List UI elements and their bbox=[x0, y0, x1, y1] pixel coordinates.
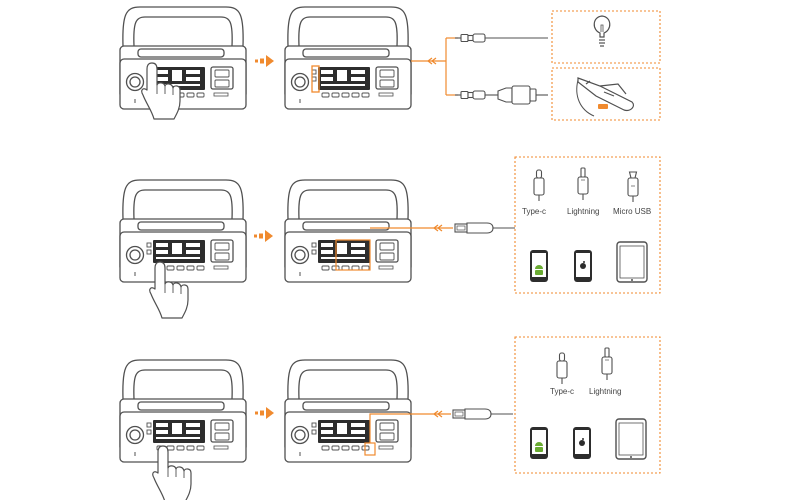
type-c-connector-icon bbox=[533, 169, 545, 202]
lightning-connector-icon bbox=[601, 347, 613, 381]
power-station-icon bbox=[119, 359, 247, 463]
micro-usb-connector-icon bbox=[627, 171, 639, 203]
dc-plug-icon bbox=[454, 90, 486, 100]
device-panel bbox=[551, 67, 661, 121]
power-station-icon bbox=[284, 359, 412, 463]
lightning-label: Lightning bbox=[589, 387, 622, 396]
orange-arrow-icon bbox=[254, 230, 273, 242]
tablet-icon bbox=[616, 241, 648, 283]
usb-plug-icon bbox=[454, 222, 516, 234]
android-phone-icon bbox=[530, 250, 548, 282]
power-station-icon bbox=[284, 179, 412, 283]
dc-plug-icon bbox=[454, 33, 486, 43]
orange-arrow-icon bbox=[255, 55, 274, 67]
row2-step bbox=[119, 156, 661, 319]
iphone-icon bbox=[573, 427, 591, 459]
usb-plug-icon bbox=[452, 408, 514, 420]
device-panel bbox=[514, 156, 661, 294]
device-panel bbox=[514, 336, 661, 474]
iphone-icon bbox=[574, 250, 592, 282]
bulb-icon bbox=[593, 15, 611, 47]
micro-usb-label: Micro USB bbox=[613, 207, 652, 216]
usb-port-highlight bbox=[335, 239, 371, 271]
dc-port-highlight bbox=[311, 65, 320, 93]
car-socket-plug-icon bbox=[485, 85, 548, 105]
type-c-label: Type-c bbox=[550, 387, 575, 396]
row3-step bbox=[119, 336, 661, 500]
power-station-icon bbox=[119, 179, 247, 283]
row1-step bbox=[119, 6, 661, 121]
type-c-connector-icon bbox=[556, 352, 568, 385]
power-station-icon bbox=[119, 6, 247, 110]
type-c-label: Type-c bbox=[522, 207, 547, 216]
power-station-icon bbox=[284, 6, 412, 110]
tablet-icon bbox=[615, 418, 647, 460]
lightning-connector-icon bbox=[577, 167, 589, 201]
lightning-label: Lightning bbox=[567, 207, 600, 216]
car-vacuum-icon bbox=[576, 77, 635, 117]
android-phone-icon bbox=[530, 427, 548, 459]
orange-arrow-icon bbox=[255, 407, 274, 419]
device-panel bbox=[551, 10, 661, 64]
row1-connection-lines bbox=[411, 37, 458, 96]
